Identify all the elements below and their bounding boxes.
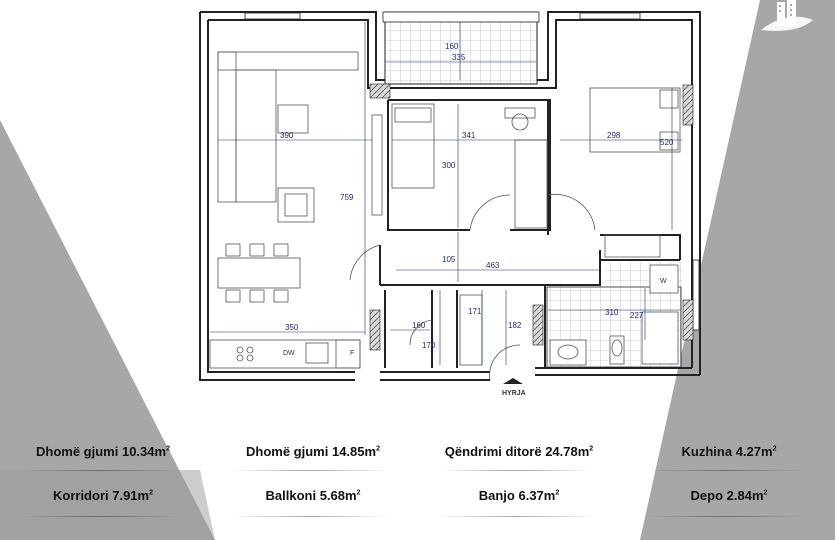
- area-summary: Dhomë gjumi 10.34m2 Dhomë gjumi 14.85m2 …: [0, 430, 835, 540]
- entry-arrow-icon: [503, 378, 523, 384]
- bedroom-2-furniture: [589, 87, 681, 258]
- area-item: Kuzhina 4.27m2: [681, 444, 777, 459]
- tv-unit: [371, 114, 383, 216]
- dim-label: 170: [422, 341, 436, 350]
- bathroom-fixtures: [549, 264, 679, 366]
- area-item: Qëndrimi ditorë 24.78m2: [444, 444, 594, 459]
- area-item: Ballkoni 5.68m2: [265, 488, 361, 503]
- dim-label: 341: [462, 131, 476, 140]
- area-item: Dhomë gjumi 10.34m2: [36, 444, 170, 459]
- divider: [230, 470, 390, 471]
- outer-walls: [199, 11, 701, 381]
- dim-label: 390: [280, 131, 294, 140]
- dim-label: 105: [442, 255, 456, 264]
- background-right-wedge: [640, 0, 835, 540]
- dining-table: [217, 243, 301, 303]
- dim-label: 759: [340, 193, 354, 202]
- divider: [646, 470, 806, 471]
- kitchen-counter: [209, 339, 361, 369]
- dim-label: 463: [486, 261, 500, 270]
- washer-label: W: [660, 278, 667, 285]
- area-item: Dhomë gjumi 14.85m2: [246, 444, 380, 459]
- doors: [349, 194, 596, 381]
- divider: [230, 516, 390, 517]
- background-left-wedge: [0, 120, 215, 540]
- dim-label: 520: [660, 138, 674, 147]
- divider: [20, 470, 180, 471]
- area-item: Korridori 7.91m2: [53, 488, 153, 503]
- windows: [244, 12, 700, 331]
- dim-label: 350: [285, 323, 299, 332]
- bedroom-1-furniture: [391, 103, 548, 229]
- balcony-floor: [384, 11, 538, 85]
- divider: [436, 516, 596, 517]
- dim-label: 335: [452, 53, 466, 62]
- building-logo-icon: [761, 0, 813, 31]
- dim-label: 298: [607, 131, 621, 140]
- dim-label: 300: [442, 161, 456, 170]
- entry-label: HYRJA: [502, 390, 526, 397]
- dim-label: 182: [508, 321, 522, 330]
- divider: [436, 470, 596, 471]
- dim-label: 171: [468, 307, 482, 316]
- dim-label: 160: [445, 42, 459, 51]
- storage-shelves: [459, 294, 483, 366]
- dim-label: 227: [630, 311, 644, 320]
- divider: [646, 516, 806, 517]
- dim-label: 310: [605, 308, 619, 317]
- sofa: [217, 51, 359, 203]
- dimension-lines: [210, 22, 682, 365]
- floor-plan: DW F W: [199, 11, 701, 397]
- dim-label: 160: [412, 321, 426, 330]
- area-item: Depo 2.84m2: [690, 488, 768, 503]
- area-item: Banjo 6.37m2: [478, 488, 560, 503]
- interior-walls: [379, 99, 681, 368]
- divider: [20, 516, 180, 517]
- armchair: [277, 187, 315, 223]
- dishwasher-label: DW: [283, 350, 295, 357]
- fridge-label: F: [350, 350, 354, 357]
